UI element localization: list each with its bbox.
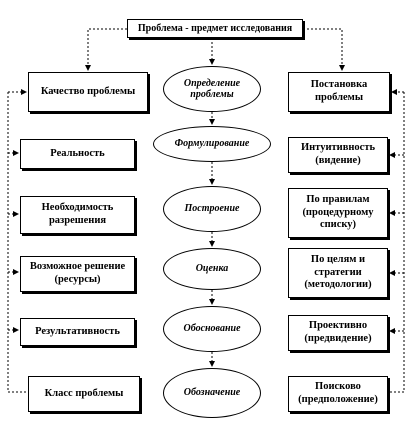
left-box-result: Результативность: [20, 318, 135, 346]
oval-definition: Определение проблемы: [163, 66, 261, 112]
top-box: Проблема - предмет исследования: [127, 19, 303, 38]
oval-formulation: Формулирование: [153, 126, 271, 162]
left-box-class: Класс проблемы: [28, 376, 140, 412]
oval-construction: Построение: [163, 186, 261, 232]
left-box-quality: Качество проблемы: [28, 72, 148, 112]
right-box-search: Поисково (предположение): [288, 376, 388, 412]
right-box-rules: По правилам (процедурному списку): [288, 188, 388, 238]
top-to-left-connector: [85, 28, 127, 71]
top-to-right-connector: [303, 28, 345, 71]
left-box-reality: Реальность: [20, 139, 135, 169]
right-box-goals: По целям и стратегии (методологии): [288, 248, 388, 298]
oval-justification: Обоснование: [163, 306, 261, 352]
oval-designation: Обозначение: [163, 368, 261, 418]
right-box-statement: Постановка проблемы: [288, 72, 390, 112]
left-box-necessity: Необходимость разрешения: [20, 196, 135, 234]
right-box-intuition: Интуитивность (видение): [288, 137, 388, 173]
left-box-possible: Возможное решение (ресурсы): [20, 256, 135, 292]
right-box-projective: Проективно (предвидение): [288, 315, 388, 351]
oval-evaluation: Оценка: [163, 248, 261, 290]
